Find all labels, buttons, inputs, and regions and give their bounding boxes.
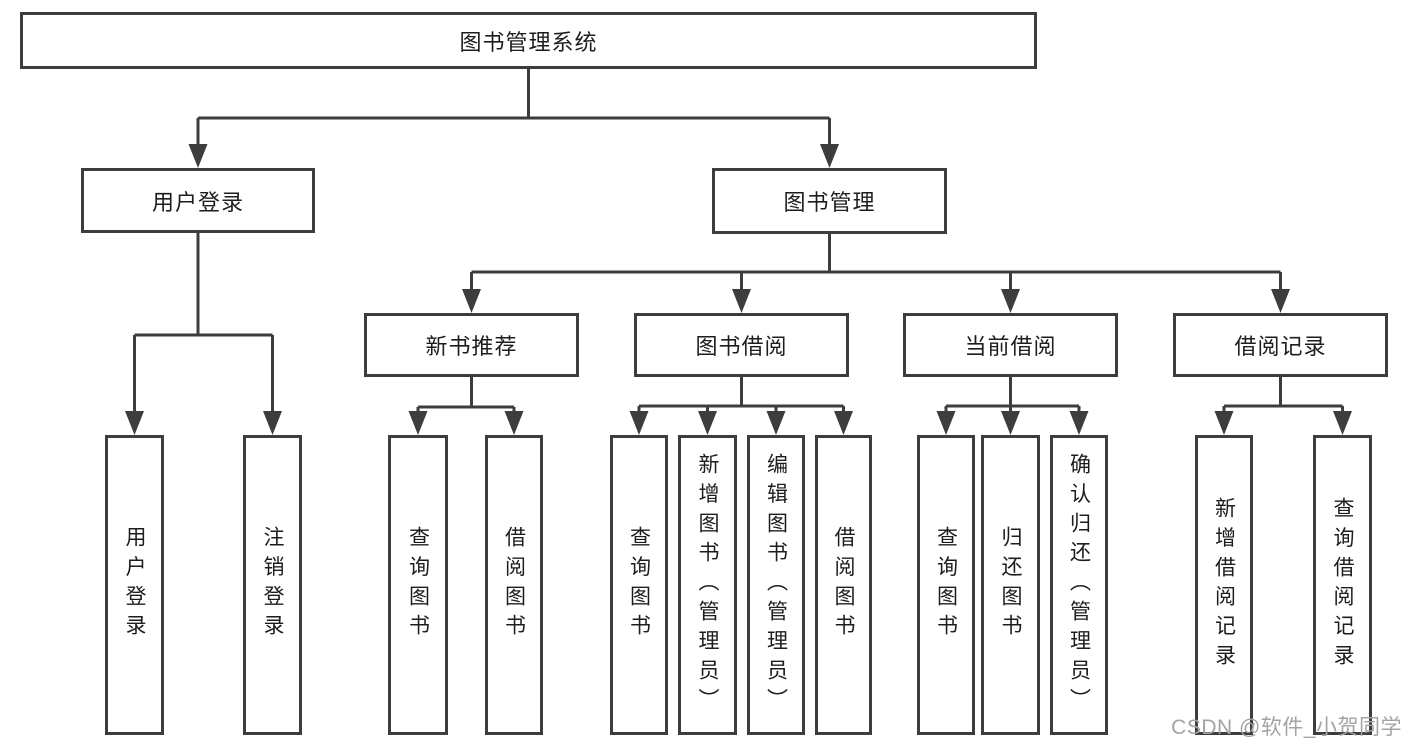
leaf-edit-book-admin-label: 编辑图书（管理员）	[764, 452, 788, 718]
leaf-return-book-label: 归还图书	[999, 526, 1022, 644]
csdn-watermark: CSDN @软件_小贺同学	[1171, 716, 1402, 739]
arrowheads	[125, 144, 1352, 435]
node-current-borrowing: 当前借阅	[903, 313, 1118, 377]
leaf-query-borrow-record: 查询借阅记录	[1313, 435, 1372, 735]
leaf-borrow-book-borrowing: 借阅图书	[815, 435, 872, 735]
node-new-book-recommend-label: 新书推荐	[425, 334, 518, 359]
leaf-add-borrow-record-label: 新增借阅记录	[1212, 496, 1236, 674]
leaf-query-book-recommend: 查询图书	[388, 435, 448, 735]
leaf-return-book: 归还图书	[981, 435, 1040, 735]
node-new-book-recommend: 新书推荐	[364, 313, 579, 377]
node-user-login: 用户登录	[81, 168, 315, 233]
leaf-query-book-recommend-label: 查询图书	[406, 526, 430, 644]
leaf-edit-book-admin: 编辑图书（管理员）	[747, 435, 805, 735]
node-root-system: 图书管理系统	[20, 12, 1037, 69]
node-current-borrowing-label: 当前借阅	[964, 334, 1057, 359]
leaf-add-book-admin-label: 新增图书（管理员）	[696, 452, 719, 718]
leaf-logout-label: 注销登录	[261, 526, 284, 644]
leaf-user-login: 用户登录	[105, 435, 164, 735]
node-book-borrowing: 图书借阅	[634, 313, 849, 377]
leaf-query-borrow-record-label: 查询借阅记录	[1331, 496, 1354, 674]
leaf-borrow-book-recommend-label: 借阅图书	[502, 526, 526, 644]
leaf-query-book-current: 查询图书	[917, 435, 975, 735]
leaf-query-book-current-label: 查询图书	[934, 526, 958, 644]
leaf-query-book-borrowing-label: 查询图书	[627, 526, 651, 644]
leaf-logout: 注销登录	[243, 435, 302, 735]
node-user-login-label: 用户登录	[151, 189, 244, 215]
leaf-confirm-return-admin: 确认归还（管理员）	[1050, 435, 1108, 735]
node-book-management-label: 图书管理	[783, 190, 876, 215]
node-root-label: 图书管理系统	[459, 29, 598, 55]
leaf-confirm-return-admin-label: 确认归还（管理员）	[1067, 452, 1091, 718]
leaf-borrow-book-borrowing-label: 借阅图书	[832, 526, 855, 644]
leaf-user-login-label: 用户登录	[123, 526, 146, 644]
leaf-add-book-admin: 新增图书（管理员）	[678, 435, 737, 735]
node-book-borrowing-label: 图书借阅	[695, 334, 788, 359]
leaf-borrow-book-recommend: 借阅图书	[485, 435, 543, 735]
node-book-management: 图书管理	[712, 168, 947, 234]
node-borrow-records-label: 借阅记录	[1234, 334, 1327, 359]
leaf-query-book-borrowing: 查询图书	[610, 435, 668, 735]
node-borrow-records: 借阅记录	[1173, 313, 1388, 377]
leaf-add-borrow-record: 新增借阅记录	[1195, 435, 1253, 735]
